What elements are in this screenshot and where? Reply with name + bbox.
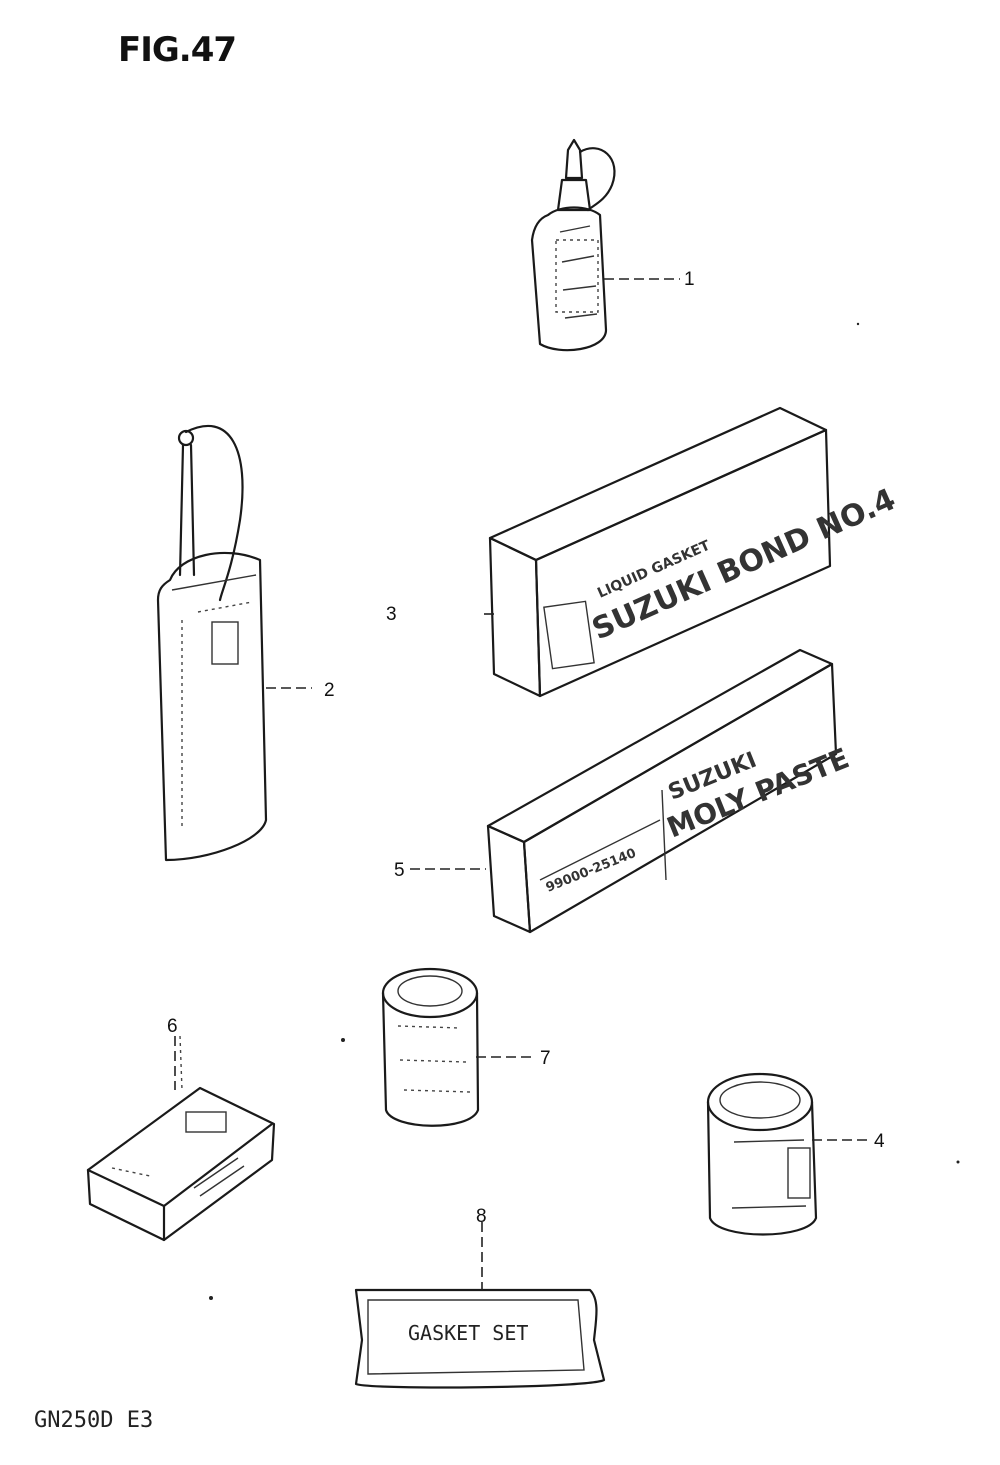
model-code: GN250D E3 [34, 1408, 154, 1433]
callout-7: 7 [540, 1048, 551, 1069]
scan-specks [209, 322, 960, 1300]
leader-lines [174, 278, 872, 1290]
gasket-set-illustration: GASKET SET [354, 1288, 606, 1389]
callout-2: 2 [324, 680, 335, 701]
moly-paste-box-illustration: SUZUKI MOLY PASTE 99000-25140 [486, 648, 854, 934]
callout-6: 6 [167, 1016, 178, 1037]
oil-bottle-illustration [530, 138, 616, 352]
bond-box-illustration: SUZUKI BOND NO.4 LIQUID GASKET [488, 406, 901, 698]
callout-8: 8 [476, 1206, 487, 1227]
large-can-illustration [706, 1072, 818, 1236]
callout-5: 5 [394, 860, 405, 881]
callout-1: 1 [684, 269, 695, 290]
oil-can-illustration [156, 425, 268, 862]
callout-4: 4 [874, 1131, 885, 1152]
small-tin-illustration [381, 967, 480, 1127]
gasket-set-label: GASKET SET [408, 1321, 528, 1345]
callouts: 1 2 3 4 5 6 7 8 [167, 269, 885, 1227]
figure-title: FIG.47 [118, 30, 237, 70]
callout-3: 3 [386, 604, 397, 625]
box3-brand-text: SUZUKI BOND NO.4 [587, 482, 901, 647]
packet-illustration [86, 1035, 276, 1242]
